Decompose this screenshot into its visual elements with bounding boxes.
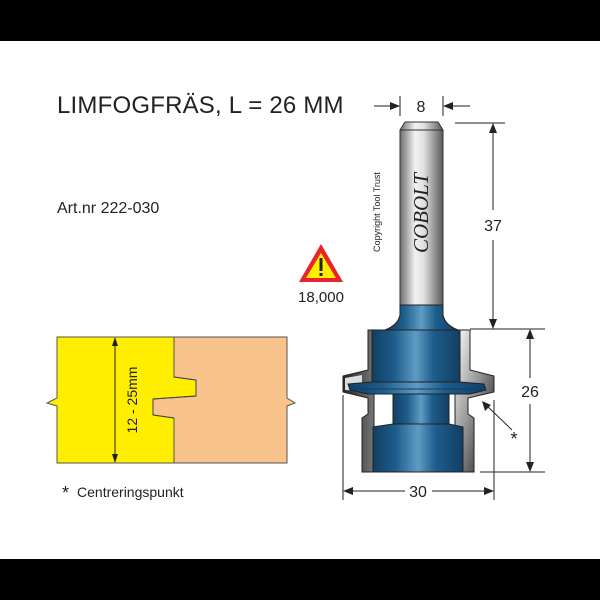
max-rpm-label: 18,000 <box>298 289 344 306</box>
warning-triangle-icon <box>299 244 343 282</box>
workpiece-joint: 12 - 25mm <box>45 336 297 464</box>
shank <box>399 121 444 306</box>
legend-text: Centreringspunkt <box>77 484 184 500</box>
copyright-text: Copyright Tool Trust <box>372 172 382 252</box>
cutting-length-label: 26 <box>521 384 539 401</box>
dimension-lines <box>342 96 545 500</box>
thickness-label: 12 - 25mm <box>124 367 140 434</box>
bottom-black-bar <box>0 559 600 600</box>
shank-diameter-label: 8 <box>417 99 426 116</box>
legend: * Centreringspunkt <box>62 481 184 503</box>
workpiece-right-board <box>152 336 297 464</box>
product-title: LIMFOGFRÄS, L = 26 MM <box>57 92 344 119</box>
shank-length-label: 37 <box>484 218 502 235</box>
top-black-bar <box>0 0 600 41</box>
cutting-diameter-label: 30 <box>409 484 427 501</box>
article-number: Art.nr 222-030 <box>57 200 160 217</box>
cutter-body <box>347 304 487 473</box>
legend-symbol: * <box>62 483 70 503</box>
brand-logo: COBOLT <box>409 172 433 253</box>
center-point-marker: * <box>510 429 517 449</box>
